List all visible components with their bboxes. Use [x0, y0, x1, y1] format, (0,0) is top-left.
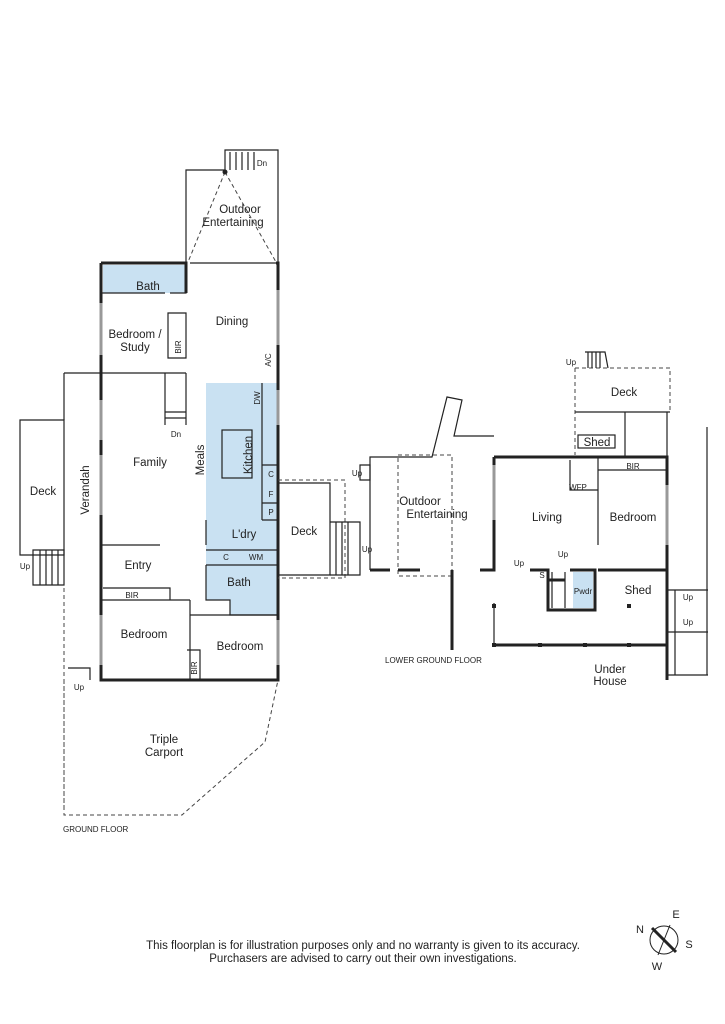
- svg-text:Up: Up: [566, 358, 577, 367]
- label-outdoor-entertaining-lower: Outdoor: [399, 496, 441, 508]
- svg-text:Dn: Dn: [171, 430, 181, 439]
- svg-text:Pwdr: Pwdr: [574, 587, 593, 596]
- disclaimer-line-2: Purchasers are advised to carry out thei…: [209, 953, 516, 965]
- label-shed-upper: Shed: [584, 437, 611, 449]
- svg-text:C: C: [268, 470, 274, 479]
- label-shed-lower: Shed: [625, 585, 652, 597]
- deck-lower: [575, 411, 670, 457]
- label-meals: Meals: [195, 444, 207, 475]
- label-deck-right: Deck: [291, 526, 317, 538]
- svg-text:Up: Up: [683, 593, 694, 602]
- label-deck-lower: Deck: [611, 387, 637, 399]
- stair-pwdr-walls: [530, 568, 597, 612]
- svg-text:Entertaining: Entertaining: [406, 509, 467, 521]
- stairs-up-left: [32, 549, 65, 586]
- svg-text:Up: Up: [74, 683, 85, 692]
- disclaimer-line-1: This floorplan is for illustration purpo…: [146, 940, 580, 952]
- svg-text:BIR: BIR: [174, 340, 183, 354]
- label-living: Living: [532, 512, 562, 524]
- svg-text:N: N: [636, 924, 644, 936]
- stairs-dn-inner: [164, 373, 187, 425]
- deck-right: [278, 482, 331, 576]
- label-bedroom-2: Bedroom: [217, 641, 264, 653]
- label-bath: Bath: [136, 281, 160, 293]
- svg-text:Study: Study: [120, 342, 150, 354]
- label-carport: Triple: [150, 734, 178, 746]
- ground-floor-plan: Outdoor Entertaining Dn Bath Bedroom / S…: [19, 149, 373, 834]
- svg-text:BIR: BIR: [125, 591, 139, 600]
- stairs-up-deck: [330, 521, 361, 576]
- svg-text:WFP: WFP: [569, 483, 587, 492]
- svg-text:Up: Up: [20, 562, 31, 571]
- windows: [99, 290, 280, 665]
- bir-study: [167, 312, 187, 359]
- label-entry: Entry: [125, 560, 152, 572]
- svg-text:Dn: Dn: [257, 159, 267, 168]
- label-laundry: L'dry: [232, 529, 257, 541]
- svg-text:WM: WM: [249, 553, 264, 562]
- label-bedroom-study: Bedroom /: [108, 329, 162, 341]
- pwdr-fill: [573, 572, 593, 608]
- shed-upper: [577, 434, 616, 449]
- label-family: Family: [133, 457, 167, 469]
- label-bedroom-1: Bedroom: [121, 629, 168, 641]
- svg-text:S: S: [539, 571, 544, 580]
- compass-icon: N E S W: [636, 909, 693, 973]
- svg-text:P: P: [268, 508, 273, 517]
- label-deck-left: Deck: [30, 486, 56, 498]
- label-bath-lower: Bath: [227, 577, 251, 589]
- label-under-house: Under: [594, 664, 625, 676]
- carport-outline: [63, 679, 279, 816]
- bir-bedroom2: [187, 649, 201, 680]
- kitchen-island: [221, 429, 253, 479]
- wc-fill: [230, 598, 278, 615]
- svg-text:BIR: BIR: [190, 661, 199, 675]
- stairs-up-deck-lower: [585, 351, 609, 369]
- stairs-up-bottom: [68, 667, 91, 680]
- outdoor-entertaining-lower-walls: [369, 396, 494, 570]
- svg-text:Up: Up: [683, 618, 694, 627]
- svg-text:W: W: [652, 961, 663, 973]
- svg-text:DW: DW: [253, 391, 262, 405]
- label-verandah: Verandah: [80, 465, 92, 514]
- label-bedroom-lower: Bedroom: [610, 512, 657, 524]
- svg-text:F: F: [269, 490, 274, 499]
- bath-upper-fill: [103, 265, 186, 293]
- ground-floor-caption: GROUND FLOOR: [63, 825, 129, 834]
- svg-text:Up: Up: [514, 559, 525, 568]
- label-outdoor-entertaining: Outdoor: [219, 204, 261, 216]
- svg-text:Up: Up: [362, 545, 373, 554]
- label-dining: Dining: [216, 316, 249, 328]
- outdoor-entertaining-walls: [185, 149, 279, 263]
- stairs-dn-top: [229, 152, 255, 170]
- svg-text:Entertaining: Entertaining: [202, 217, 263, 229]
- svg-text:C: C: [223, 553, 229, 562]
- svg-text:Up: Up: [558, 550, 569, 559]
- svg-text:House: House: [593, 676, 626, 688]
- bath-lower-fill: [206, 565, 278, 600]
- stairs-up-outdoor: [359, 464, 371, 481]
- kitchen-fill: [206, 383, 278, 565]
- svg-text:S: S: [685, 939, 692, 951]
- stairs-up-right: [668, 427, 708, 676]
- svg-text:Up: Up: [352, 469, 363, 478]
- label-kitchen: Kitchen: [243, 436, 255, 474]
- svg-text:Carport: Carport: [145, 747, 184, 759]
- lower-ground-floor-plan: Outdoor Entertaining Up Deck Up Shed BIR…: [352, 351, 708, 688]
- svg-text:A/C: A/C: [264, 353, 273, 367]
- svg-text:E: E: [672, 909, 679, 921]
- laundry-bath-walls: [205, 520, 278, 616]
- lower-ground-floor-caption: LOWER GROUND FLOOR: [385, 656, 482, 665]
- svg-text:BIR: BIR: [626, 462, 640, 471]
